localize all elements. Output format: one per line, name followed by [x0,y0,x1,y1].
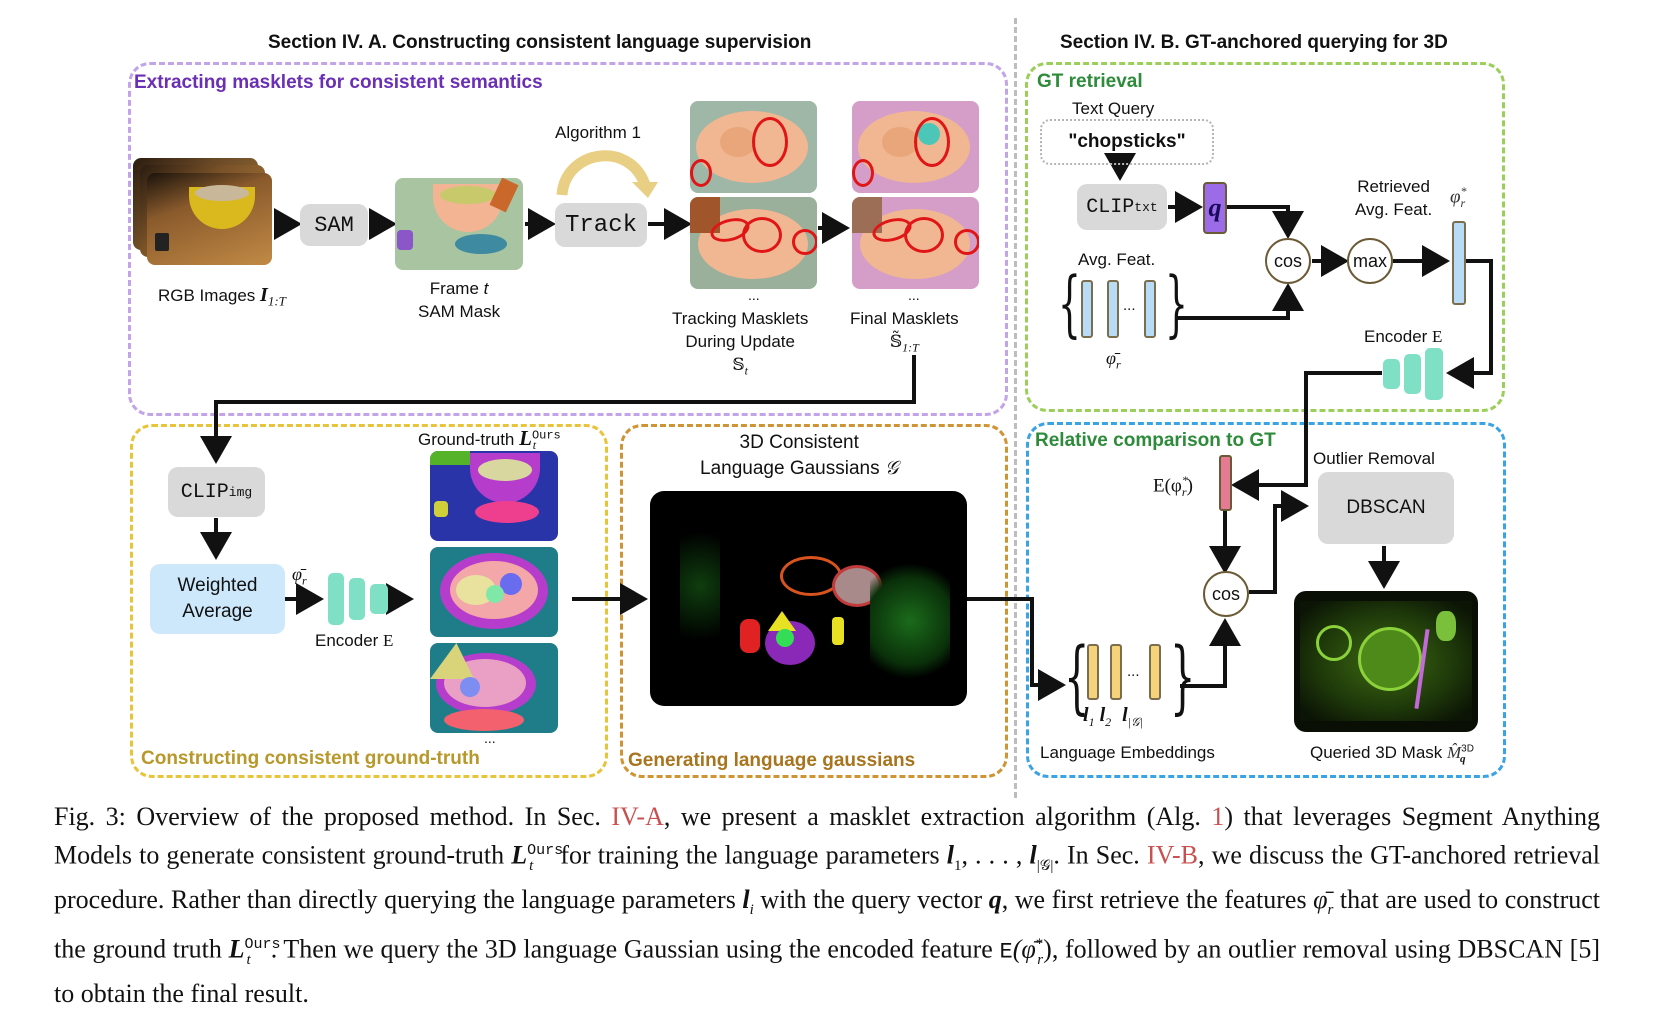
avg-feat-bar-2 [1107,280,1119,338]
outlier-removal-label: Outlier Removal [1313,449,1435,468]
avg-feat-ellipsis: ... [1123,297,1136,314]
embedding-labels: l1 l2 l|𝒢| [1083,704,1143,729]
tracking-masklets-label: Tracking Masklets During Update 𝕊t [672,309,809,378]
gt-mask-1 [430,451,558,541]
encoder-layer-3 [370,584,388,614]
ref-algorithm-1[interactable]: 1 [1211,802,1225,831]
encoder-b-layer-2 [1404,354,1421,394]
algorithm-label: Algorithm 1 [555,123,641,142]
comparison-panel-title: Relative comparison to GT [1035,430,1276,451]
rgb-image-front [147,173,272,265]
avg-feat-bar-n [1144,280,1156,338]
tracking-masklet-2 [690,197,817,289]
track-block: Track [555,203,647,247]
sam-block: SAM [300,204,368,246]
encoded-phi-label: E(φ*r) [1153,473,1193,500]
arrow-retrieved-to-encoder [1446,259,1493,389]
encoder-layer-1 [328,573,344,625]
arrow-q-to-cos [1227,205,1304,239]
arrow-cos-to-dbscan [1249,490,1309,594]
final-masklet-1 [852,101,979,193]
cos-similarity-node: cos [1265,238,1311,284]
encoded-feature-bar [1219,455,1232,511]
rgb-images-label: RGB Images I1:T [158,284,286,309]
frame-label: Frame t SAM Mask [418,279,501,321]
encoder-b-label: Encoder E [1364,327,1443,346]
encoder-b-layer-3 [1425,348,1443,400]
final-masklet-2 [852,197,979,289]
query-vector-q: q [1203,182,1227,234]
weighted-average-block: Weighted Average [150,564,285,634]
gt-ellipsis: ... [484,730,496,746]
phi-bar-r-label: φ̄r [1106,348,1121,372]
retrieved-avg-feat-label: Retrieved Avg. Feat. [1355,177,1433,219]
encoder-b-layer-1 [1383,359,1400,389]
arrow-gaussians-to-embeddings [967,597,1066,701]
section-divider [1014,18,1017,798]
tracking-masklet-1 [690,101,817,193]
cos-comparison-node: cos [1203,571,1249,617]
avg-feat-brace-left: { [1058,261,1081,345]
text-query-label: Text Query [1072,99,1155,118]
embedding-bar-n [1149,644,1161,700]
embedding-bar-2 [1110,644,1122,700]
arrow-encoder-to-ephi [1231,371,1382,501]
max-node: max [1347,238,1393,284]
avg-feat-label: Avg. Feat. [1078,250,1156,269]
avg-feat-brace-right: } [1165,261,1188,345]
avg-feat-bar-1 [1081,280,1093,338]
algorithm-loop-arrowhead [632,182,658,198]
text-query-input[interactable]: "chopsticks" [1040,119,1214,165]
ground-truth-label: Ground-truth LOurst [418,426,561,453]
dbscan-block: DBSCAN [1318,472,1454,544]
masklets-panel-title: Extracting masklets for consistent seman… [134,72,543,93]
embedding-ellipsis: ... [1127,663,1140,680]
tracking-ellipsis: ... [748,287,760,303]
section-a-title: Section IV. A. Constructing consistent l… [268,32,812,53]
queried-3d-mask-render [1294,591,1478,732]
figure-caption: Fig. 3: Overview of the proposed method.… [54,802,1600,1008]
ref-section-iv-b[interactable]: IV-B [1146,840,1198,870]
arrow-final-to-clip [200,355,916,464]
gt-retrieval-panel [1025,62,1505,412]
encoder-layer-2 [349,578,365,620]
gaussians-panel-title: Generating language gaussians [628,750,916,771]
phi-bar-label: φ̄r [292,564,307,588]
arrow-embeddings-to-cos [1180,618,1241,688]
language-gaussians-render [650,491,967,706]
gaussians-label: 3D Consistent Language Gaussians 𝒢 [700,432,899,479]
encoder-label: Encoder E [315,631,394,650]
embeddings-brace-left: { [1064,630,1090,723]
section-b-title: Section IV. B. GT-anchored querying for … [1060,32,1448,53]
final-ellipsis: ... [908,287,920,303]
masklets-panel [128,62,1008,416]
final-masklets-label: Final Masklets 𝕊̃1:T [850,309,959,355]
gt-retrieval-panel-title: GT retrieval [1037,71,1143,92]
phi-star-label: φ*r [1450,184,1467,211]
sam-mask-image [395,178,523,270]
embeddings-brace-right: } [1170,630,1196,723]
embedding-bar-1 [1087,644,1099,700]
queried-3d-mask-label: Queried 3D Mask M̂3Dq [1310,743,1474,766]
algorithm-loop-arrow [556,150,651,196]
ref-section-iv-a[interactable]: IV-A [611,802,664,831]
gt-mask-3 [430,643,558,733]
arrow-avgfeat-to-cos [1175,283,1304,320]
language-embeddings-label: Language Embeddings [1040,743,1215,762]
retrieved-feature-bar [1452,221,1466,305]
ground-truth-panel-title: Constructing consistent ground-truth [141,748,480,769]
gt-mask-2 [430,547,558,637]
